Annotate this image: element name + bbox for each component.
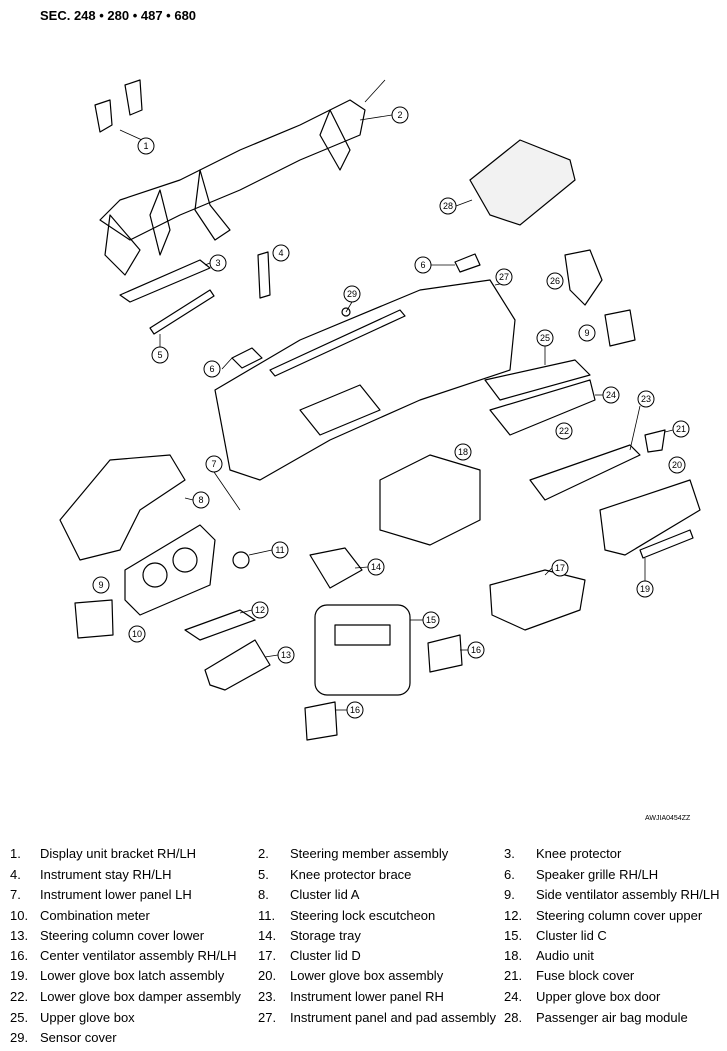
side-ventilator-right — [604, 309, 636, 347]
cluster-lid-d — [489, 569, 586, 631]
center-ventilator-left — [304, 701, 338, 741]
callout-13: 13 — [264, 646, 295, 664]
sensor-cover — [341, 307, 351, 317]
callout-23: 23 — [629, 390, 655, 451]
upper-glove-box-door — [489, 379, 596, 436]
steering-lock-escutcheon — [232, 551, 250, 569]
svg-text:25: 25 — [540, 333, 550, 343]
svg-text:14: 14 — [371, 562, 381, 572]
combination-meter — [124, 524, 216, 616]
callout-24: 24 — [595, 386, 620, 404]
callout-16-left: 16 — [335, 701, 364, 719]
svg-text:22: 22 — [559, 426, 569, 436]
svg-text:8: 8 — [198, 495, 203, 505]
svg-text:13: 13 — [281, 650, 291, 660]
instrument-panel-assembly — [214, 279, 516, 481]
speaker-grille-left — [231, 347, 263, 369]
svg-text:4: 4 — [278, 248, 283, 258]
callout-6-right: 6 — [414, 256, 455, 274]
callout-12: 12 — [239, 601, 269, 619]
callout-3: 3 — [204, 254, 227, 272]
callout-5: 5 — [151, 334, 169, 364]
speaker-grille-right — [454, 253, 481, 273]
svg-text:19: 19 — [640, 584, 650, 594]
svg-text:6: 6 — [209, 364, 214, 374]
steering-member-assembly — [99, 79, 386, 276]
callout-14: 14 — [354, 558, 385, 576]
svg-text:11: 11 — [275, 545, 284, 555]
passenger-air-bag-module — [469, 139, 576, 226]
svg-text:1: 1 — [143, 141, 148, 151]
callout-27: 27 — [494, 268, 513, 286]
svg-text:9: 9 — [584, 328, 589, 338]
lower-glove-box-latch — [639, 529, 694, 559]
callout-11: 11 — [248, 541, 289, 559]
callout-18: 18 — [454, 443, 472, 461]
callout-1: 1 — [119, 129, 155, 155]
callout-22: 22 — [555, 422, 573, 440]
callout-6-left: 6 — [203, 357, 233, 378]
side-ventilator-left — [74, 599, 114, 639]
svg-text:16: 16 — [350, 705, 360, 715]
svg-text:18: 18 — [458, 447, 468, 457]
storage-tray — [309, 547, 363, 589]
exploded-view-diagram: 1 2 3 4 5 6 6 7 8 9 9 10 11 12 13 14 15 … — [59, 79, 701, 741]
svg-text:21: 21 — [676, 424, 686, 434]
svg-text:24: 24 — [606, 390, 616, 400]
callout-15: 15 — [410, 611, 440, 629]
callout-19: 19 — [636, 558, 654, 598]
callout-16-right: 16 — [460, 641, 485, 659]
callout-10: 10 — [128, 625, 146, 643]
svg-text:29: 29 — [347, 289, 357, 299]
section-reference: SEC. 248 • 280 • 487 • 680 — [40, 8, 197, 23]
cluster-lid-a — [59, 454, 186, 561]
svg-text:28: 28 — [443, 201, 453, 211]
audio-unit — [379, 454, 481, 546]
svg-text:16: 16 — [471, 645, 481, 655]
upper-glove-box — [484, 359, 591, 401]
svg-text:20: 20 — [672, 460, 682, 470]
svg-text:6: 6 — [420, 260, 425, 270]
svg-text:9: 9 — [98, 580, 103, 590]
callout-21: 21 — [664, 420, 690, 438]
cluster-lid-c — [314, 604, 411, 696]
instrument-lower-panel-rh — [529, 444, 641, 501]
knee-protector-brace — [149, 289, 215, 335]
callout-4: 4 — [272, 244, 290, 262]
steering-column-cover-lower — [204, 639, 271, 691]
svg-text:23: 23 — [641, 394, 651, 404]
callout-2: 2 — [359, 106, 409, 124]
display-unit-bracket — [94, 79, 143, 133]
instrument-stay — [257, 251, 271, 299]
trim-part-26 — [564, 249, 603, 306]
svg-text:15: 15 — [426, 615, 436, 625]
callout-25: 25 — [536, 329, 554, 365]
center-ventilator-right — [427, 634, 463, 673]
svg-text:12: 12 — [255, 605, 265, 615]
callout-20: 20 — [668, 456, 686, 474]
svg-text:26: 26 — [550, 276, 560, 286]
svg-text:10: 10 — [132, 629, 142, 639]
lower-glove-box-assembly — [599, 479, 701, 556]
svg-text:7: 7 — [211, 459, 216, 469]
svg-text:5: 5 — [157, 350, 162, 360]
callout-7: 7 — [205, 455, 241, 511]
figure-code: AWJIA0454ZZ — [645, 815, 691, 822]
callout-9-left: 9 — [92, 576, 110, 594]
svg-text:3: 3 — [215, 258, 220, 268]
callout-9-right: 9 — [578, 324, 596, 342]
callout-29: 29 — [343, 285, 361, 313]
svg-text:2: 2 — [397, 110, 402, 120]
callout-17: 17 — [544, 559, 569, 577]
fuse-block-cover — [644, 429, 666, 453]
callout-28: 28 — [439, 197, 473, 215]
steering-column-cover-upper — [184, 609, 256, 641]
svg-text:27: 27 — [499, 272, 509, 282]
svg-text:17: 17 — [555, 563, 565, 573]
callout-8: 8 — [184, 491, 210, 509]
callout-26: 26 — [546, 272, 564, 290]
knee-protector — [119, 259, 211, 303]
